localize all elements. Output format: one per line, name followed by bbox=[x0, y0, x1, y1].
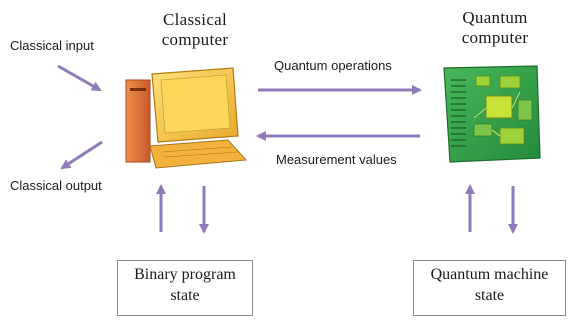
classical-output-label: Classical output bbox=[10, 178, 102, 193]
classical-input-label: Classical input bbox=[10, 38, 94, 53]
classical-output-arrow bbox=[60, 140, 103, 170]
binary-program-state-box: Binary program state bbox=[117, 260, 253, 316]
binary-state-line2: state bbox=[170, 287, 200, 304]
classical-title-line1: Classical bbox=[162, 10, 228, 29]
computer-keyboard bbox=[149, 139, 248, 169]
measurement-values-label: Measurement values bbox=[276, 152, 397, 167]
quantum-chip bbox=[485, 95, 513, 119]
quantum-circuit-board-icon bbox=[443, 65, 541, 163]
classical-input-arrow bbox=[57, 64, 102, 92]
quantum-computer-title: Quantum computer bbox=[440, 8, 550, 48]
classical-title-line2: computer bbox=[161, 30, 229, 49]
quantum-title-line2: computer bbox=[461, 28, 529, 47]
quantum-operations-label: Quantum operations bbox=[274, 58, 392, 73]
quantum-title-line1: Quantum bbox=[462, 8, 528, 27]
computer-tower bbox=[125, 79, 151, 163]
classical-computer-icon bbox=[125, 67, 248, 169]
quantum-state-line2: state bbox=[474, 287, 505, 304]
quantum-machine-state-box: Quantum machine state bbox=[413, 260, 566, 316]
classical-computer-title: Classical computer bbox=[140, 10, 250, 50]
quantum-state-line1: Quantum machine bbox=[430, 266, 549, 283]
binary-state-line1: Binary program bbox=[134, 266, 236, 283]
